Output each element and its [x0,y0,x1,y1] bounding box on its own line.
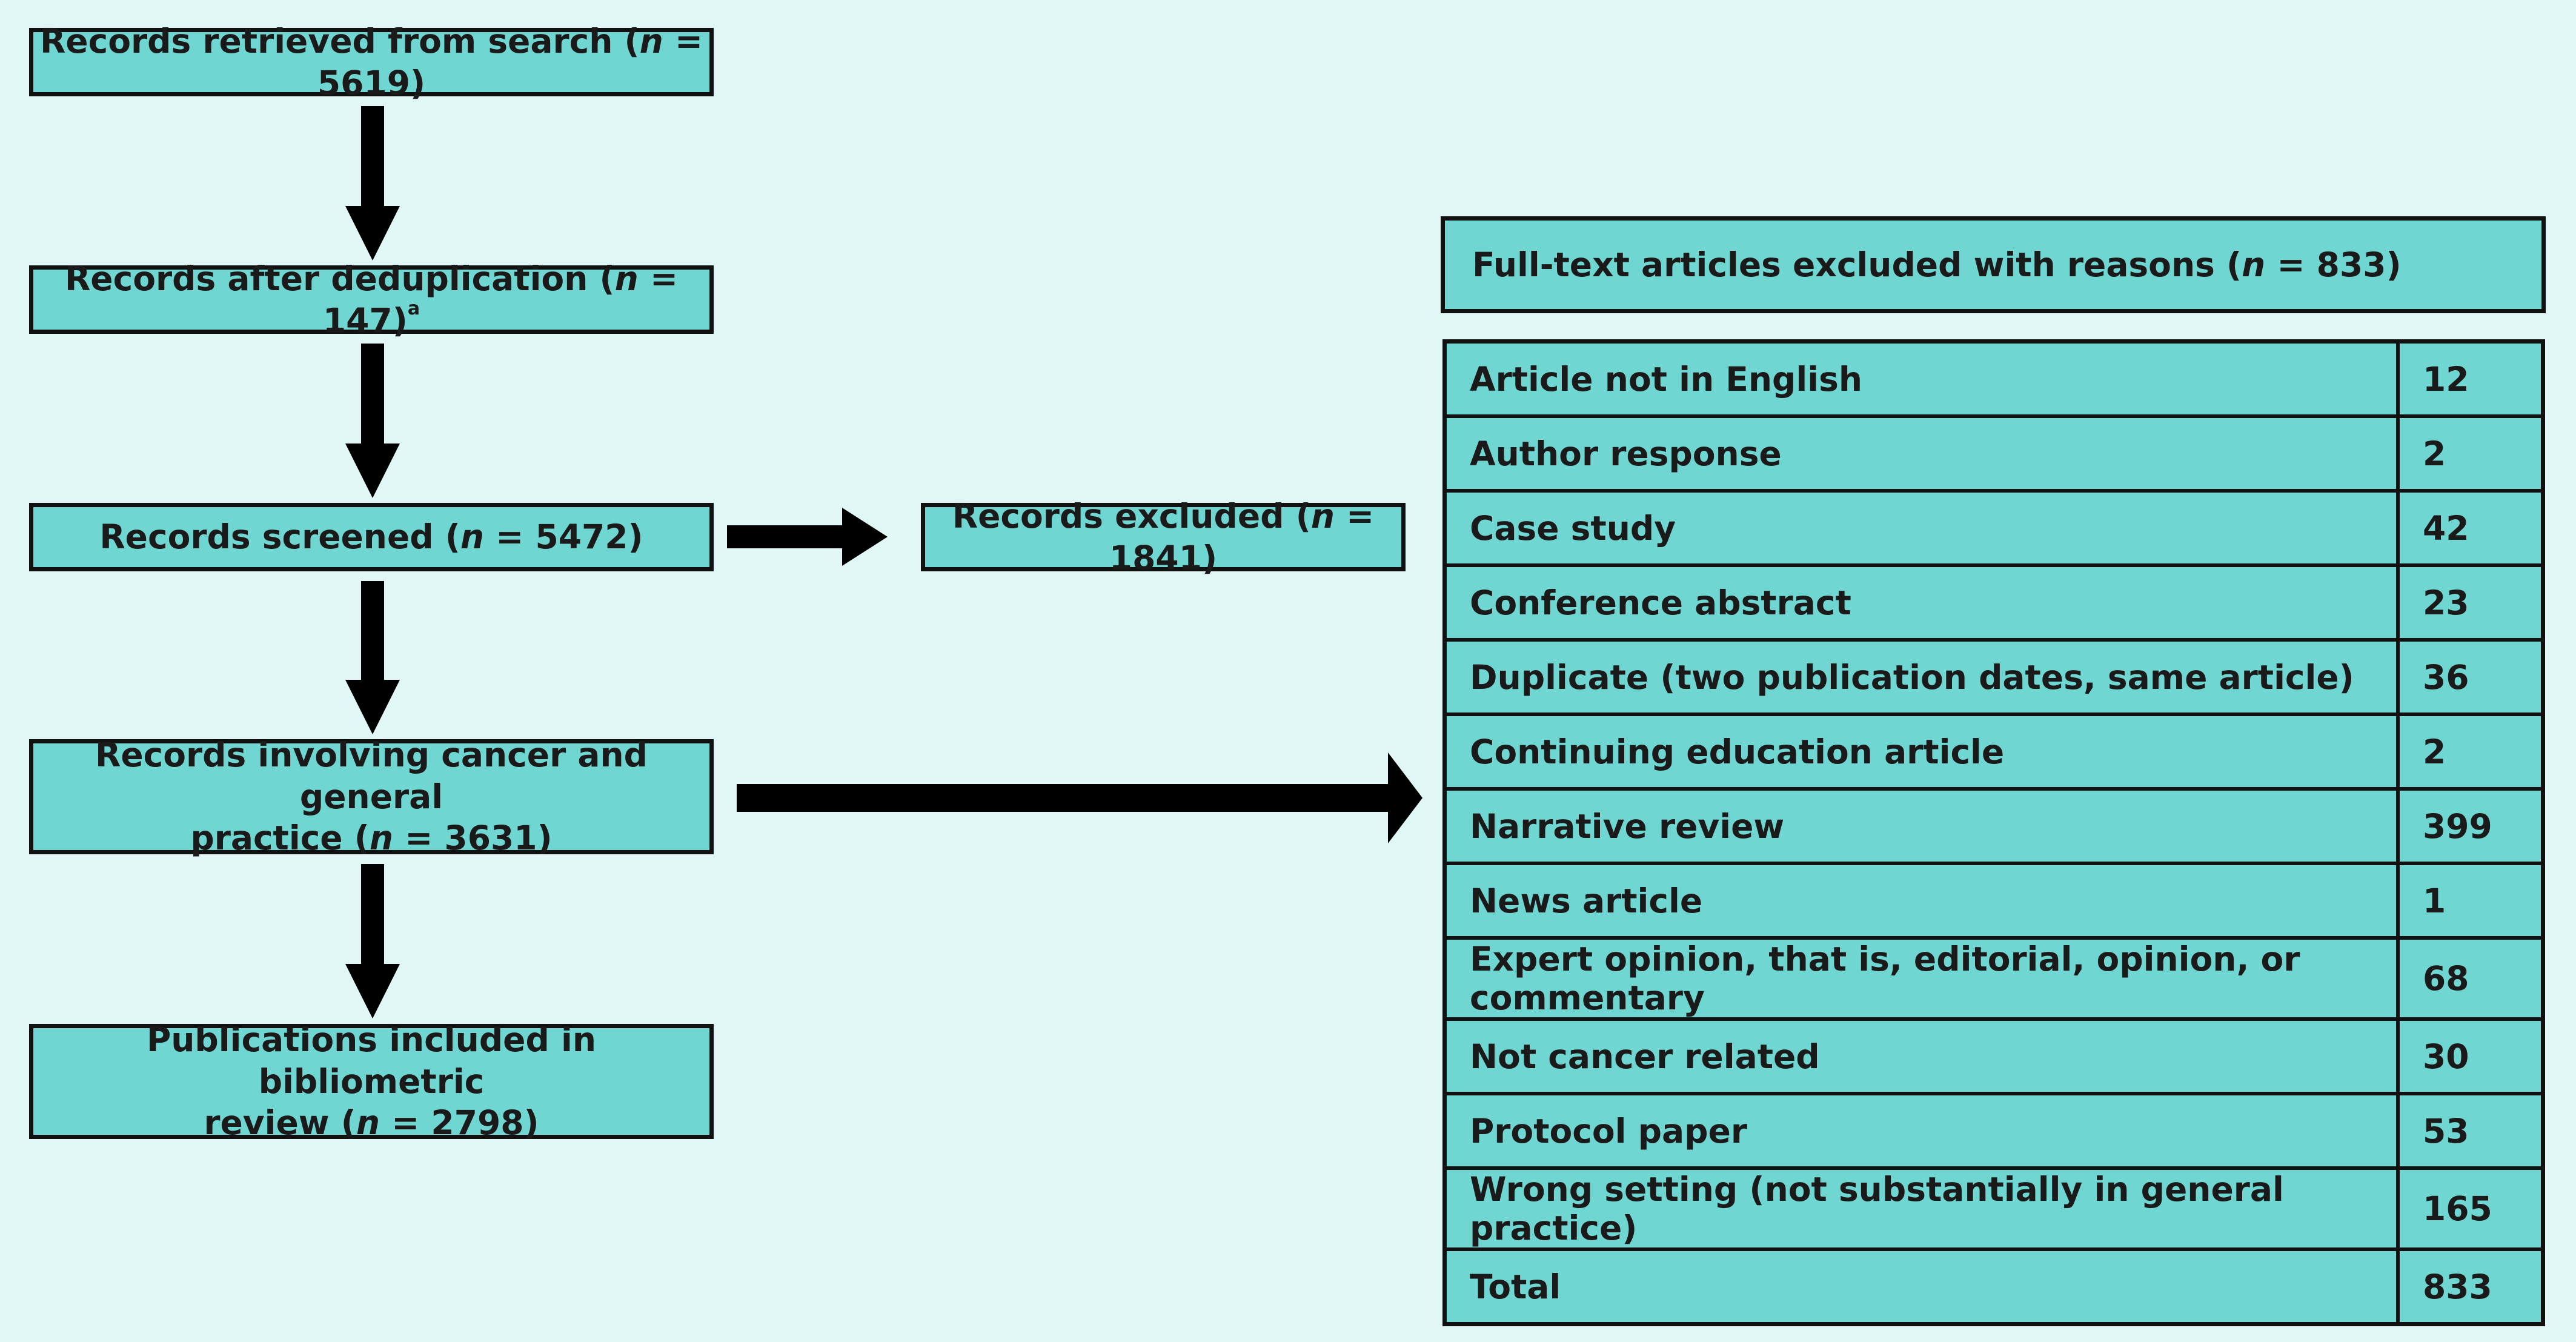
exclusion-reason: Article not in English [1442,339,2400,418]
exclusion-reason: Expert opinion, that is, editorial, opin… [1442,936,2400,1021]
exclusion-count: 53 [2396,1092,2545,1170]
exclusion-reason: Author response [1442,414,2400,493]
exclusion-count: 165 [2396,1166,2545,1251]
arrow-down-4 [345,864,400,1018]
exclusion-reason: Narrative review [1442,787,2400,865]
records-deduplicated-text: Records after deduplication (n = 147)a [64,259,679,340]
exclusion-reason: Wrong setting (not substantially in gene… [1442,1166,2400,1251]
exclusion-reason: News article [1442,862,2400,940]
exclusion-count: 23 [2396,563,2545,642]
exclusion-count: 36 [2396,638,2545,716]
records-retrieved-text: Records retrieved from search (n = 5619) [39,21,703,102]
records-excluded-text: Records excluded (n = 1841) [952,496,1375,577]
records-excluded-box: Records excluded (n = 1841) [921,497,1406,577]
records-retrieved-box: Records retrieved from search (n = 5619) [29,22,714,102]
exclusion-reason: Total [1442,1247,2400,1326]
records-screened-box: Records screened (n = 5472) [29,503,714,571]
exclusion-reason: Duplicate (two publication dates, same a… [1442,638,2400,716]
arrow-down-1 [345,106,400,261]
exclusion-count: 833 [2396,1247,2545,1326]
table-row: Expert opinion, that is, editorial, opin… [1442,936,2545,1021]
exclusion-reason: Case study [1442,489,2400,567]
exclusion-reason: Protocol paper [1442,1092,2400,1170]
table-row: Duplicate (two publication dates, same a… [1442,638,2545,716]
arrow-right-screened-to-excluded [727,508,888,566]
exclusion-count: 30 [2396,1017,2545,1095]
arrow-down-2 [345,344,400,498]
footnote-marker: a [407,297,420,319]
exclusion-count: 42 [2396,489,2545,567]
exclusion-count: 12 [2396,339,2545,418]
exclusion-count: 399 [2396,787,2545,865]
exclusion-count: 1 [2396,862,2545,940]
exclusion-reason: Not cancer related [1442,1017,2400,1095]
arrow-right-cancer-to-exclusions [737,752,1422,843]
full-text-excluded-text: Full-text articles excluded with reasons… [1472,245,2402,284]
arrow-down-3 [345,581,400,734]
table-row: Wrong setting (not substantially in gene… [1442,1166,2545,1251]
records-screened-text: Records screened (n = 5472) [99,517,643,557]
exclusion-count: 68 [2396,936,2545,1021]
exclusion-count: 2 [2396,414,2545,493]
records-deduplicated-box: Records after deduplication (n = 147)a [29,259,714,340]
exclusion-reason: Conference abstract [1442,563,2400,642]
full-text-excluded-header: Full-text articles excluded with reasons… [1441,216,2546,313]
exclusion-reason: Continuing education article [1442,713,2400,791]
exclusion-count: 2 [2396,713,2545,791]
